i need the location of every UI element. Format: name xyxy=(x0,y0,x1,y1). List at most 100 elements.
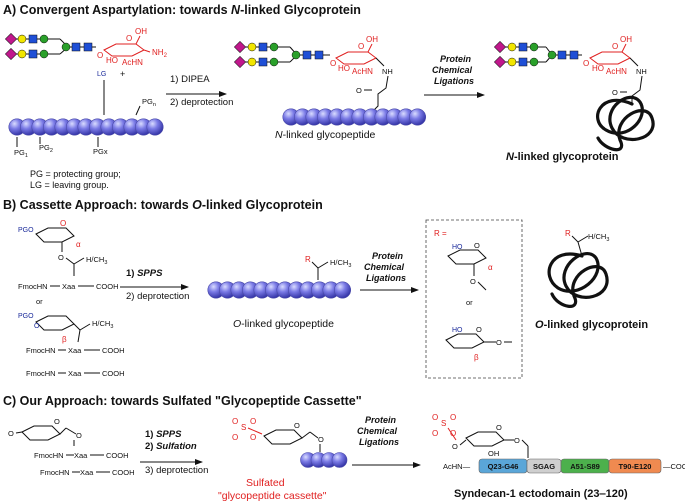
domain-label: —COOH xyxy=(663,462,685,471)
svg-text:NH: NH xyxy=(382,67,393,76)
svg-text:H/CH3: H/CH3 xyxy=(588,232,609,243)
n-glycopeptide: OH O O HO AcHN NH O xyxy=(233,35,426,126)
svg-text:Xaa: Xaa xyxy=(80,468,94,477)
syndecan-product: O S O O O O O OH O xyxy=(432,413,529,458)
svg-text:Xaa: Xaa xyxy=(62,282,76,291)
o-glycopeptide: R H/CH3 xyxy=(207,255,351,299)
svg-text:O: O xyxy=(60,219,66,228)
svg-text:O: O xyxy=(330,59,336,68)
domain-label: Q23-G46 xyxy=(488,462,519,471)
section-c-title: C) Our Approach: towards Sulfated "Glyco… xyxy=(3,394,362,408)
svg-text:O: O xyxy=(356,86,362,95)
svg-text:COOH: COOH xyxy=(102,369,125,378)
svg-text:H/CH3: H/CH3 xyxy=(86,255,107,266)
domain-label: T90-E120 xyxy=(619,462,652,471)
o-glycopeptide-label: O-linked glycopeptide xyxy=(233,318,334,330)
svg-text:AcHN: AcHN xyxy=(122,58,143,67)
section-a-title: A) Convergent Aspartylation: towards N-l… xyxy=(3,3,361,17)
svg-text:Xaa: Xaa xyxy=(74,451,88,460)
svg-text:O: O xyxy=(250,417,256,426)
sulfated-cassette: O S O O O O O xyxy=(232,417,348,468)
domain-label: AcHN— xyxy=(443,462,471,471)
alpha-building-block: PGO O α O H/CH3 FmocHN Xaa COOH xyxy=(18,219,119,291)
svg-text:O: O xyxy=(476,325,482,334)
svg-text:FmocHN: FmocHN xyxy=(26,346,56,355)
n-glycopeptide-label: N-linked glycopeptide xyxy=(275,129,376,141)
svg-text:R: R xyxy=(305,255,311,264)
protected-peptide: LG PGn PG1 PG2 PGx xyxy=(8,71,164,159)
n-glycoprotein-label: N-linked glycoprotein xyxy=(506,151,619,163)
svg-text:PGO: PGO xyxy=(18,313,34,320)
arrow-a1-step1: 1) DIPEA xyxy=(170,74,210,85)
beta-building-block: PGO O β H/CH3 FmocHN Xaa COOH FmocHN Xaa… xyxy=(18,313,125,378)
domain-segment xyxy=(608,458,662,474)
svg-text:PGn: PGn xyxy=(142,97,156,108)
svg-text:NH: NH xyxy=(636,67,647,76)
svg-text:O: O xyxy=(612,42,618,51)
svg-text:Xaa: Xaa xyxy=(68,346,82,355)
syndecan-label: Syndecan-1 ectodomain (23‒120) xyxy=(454,488,628,500)
svg-text:O: O xyxy=(432,429,438,438)
svg-text:COOH: COOH xyxy=(102,346,125,355)
svg-text:O: O xyxy=(318,435,324,444)
svg-text:O: O xyxy=(294,421,300,430)
cassette-label-2: "glycopeptide cassette" xyxy=(218,490,327,502)
svg-text:O: O xyxy=(126,34,132,43)
svg-text:FmocHN: FmocHN xyxy=(40,468,70,477)
arrow-a1-step2: 2) deprotection xyxy=(170,97,233,108)
svg-text:OH: OH xyxy=(620,35,632,44)
svg-text:O: O xyxy=(450,413,456,422)
svg-text:OH: OH xyxy=(366,35,378,44)
svg-text:OH: OH xyxy=(488,449,499,458)
svg-text:PGO: PGO xyxy=(18,227,34,234)
svg-text:HO: HO xyxy=(338,64,350,73)
svg-text:O: O xyxy=(58,253,64,262)
plus-sign: + xyxy=(120,69,125,79)
r-definition-box: R = HO O α O or HO O β O xyxy=(425,219,523,379)
or-label-b1: or xyxy=(36,297,43,306)
svg-text:HO: HO xyxy=(452,244,463,251)
arrow-c1-step1: 1) SPPS xyxy=(145,429,182,440)
svg-text:O: O xyxy=(612,88,618,97)
svg-text:S: S xyxy=(241,423,246,432)
svg-text:PG2: PG2 xyxy=(39,143,53,154)
svg-text:AcHN: AcHN xyxy=(606,67,627,76)
arrow-b1-step1: 1) SPPS xyxy=(126,268,163,279)
n-glycoprotein: OH O O HO AcHN NH O xyxy=(493,35,655,152)
o-glycoprotein: R H/CH3 xyxy=(547,229,609,308)
cassette-bead xyxy=(331,452,348,468)
svg-text:COOH: COOH xyxy=(112,468,135,477)
glycan-a-left xyxy=(4,32,96,61)
svg-text:β: β xyxy=(474,353,479,362)
svg-text:LG: LG xyxy=(97,71,106,78)
svg-text:O: O xyxy=(474,241,480,250)
svg-text:O: O xyxy=(34,323,40,330)
svg-text:O: O xyxy=(452,442,458,451)
svg-text:OH: OH xyxy=(135,27,147,36)
svg-text:HO: HO xyxy=(106,56,118,65)
svg-text:O: O xyxy=(76,431,82,440)
svg-text:O: O xyxy=(358,42,364,51)
svg-text:FmocHN: FmocHN xyxy=(26,369,56,378)
svg-text:O: O xyxy=(432,413,438,422)
svg-text:Xaa: Xaa xyxy=(68,369,82,378)
svg-text:R =: R = xyxy=(434,229,447,238)
arrow-b1-step2: 2) deprotection xyxy=(126,291,189,302)
peptide-a1-bead xyxy=(146,118,164,136)
svg-text:HO: HO xyxy=(452,327,463,334)
peptide-b1-bead xyxy=(333,281,351,299)
svg-text:PGx: PGx xyxy=(93,147,108,156)
cassette-label-1: Sulfated xyxy=(246,477,285,489)
svg-text:O: O xyxy=(496,338,502,347)
svg-text:O: O xyxy=(54,417,60,426)
svg-text:FmocHN: FmocHN xyxy=(34,451,64,460)
glcnac-amine: OH O O HO AcHN NH2 xyxy=(97,27,168,67)
svg-text:NH2: NH2 xyxy=(152,48,168,59)
section-b-title: B) Cassette Approach: towards O-linked G… xyxy=(3,198,323,212)
svg-text:O: O xyxy=(583,59,589,68)
svg-text:FmocHN: FmocHN xyxy=(18,282,48,291)
o-glycoprotein-label: O-linked glycoprotein xyxy=(535,319,648,331)
svg-text:O: O xyxy=(470,277,476,286)
